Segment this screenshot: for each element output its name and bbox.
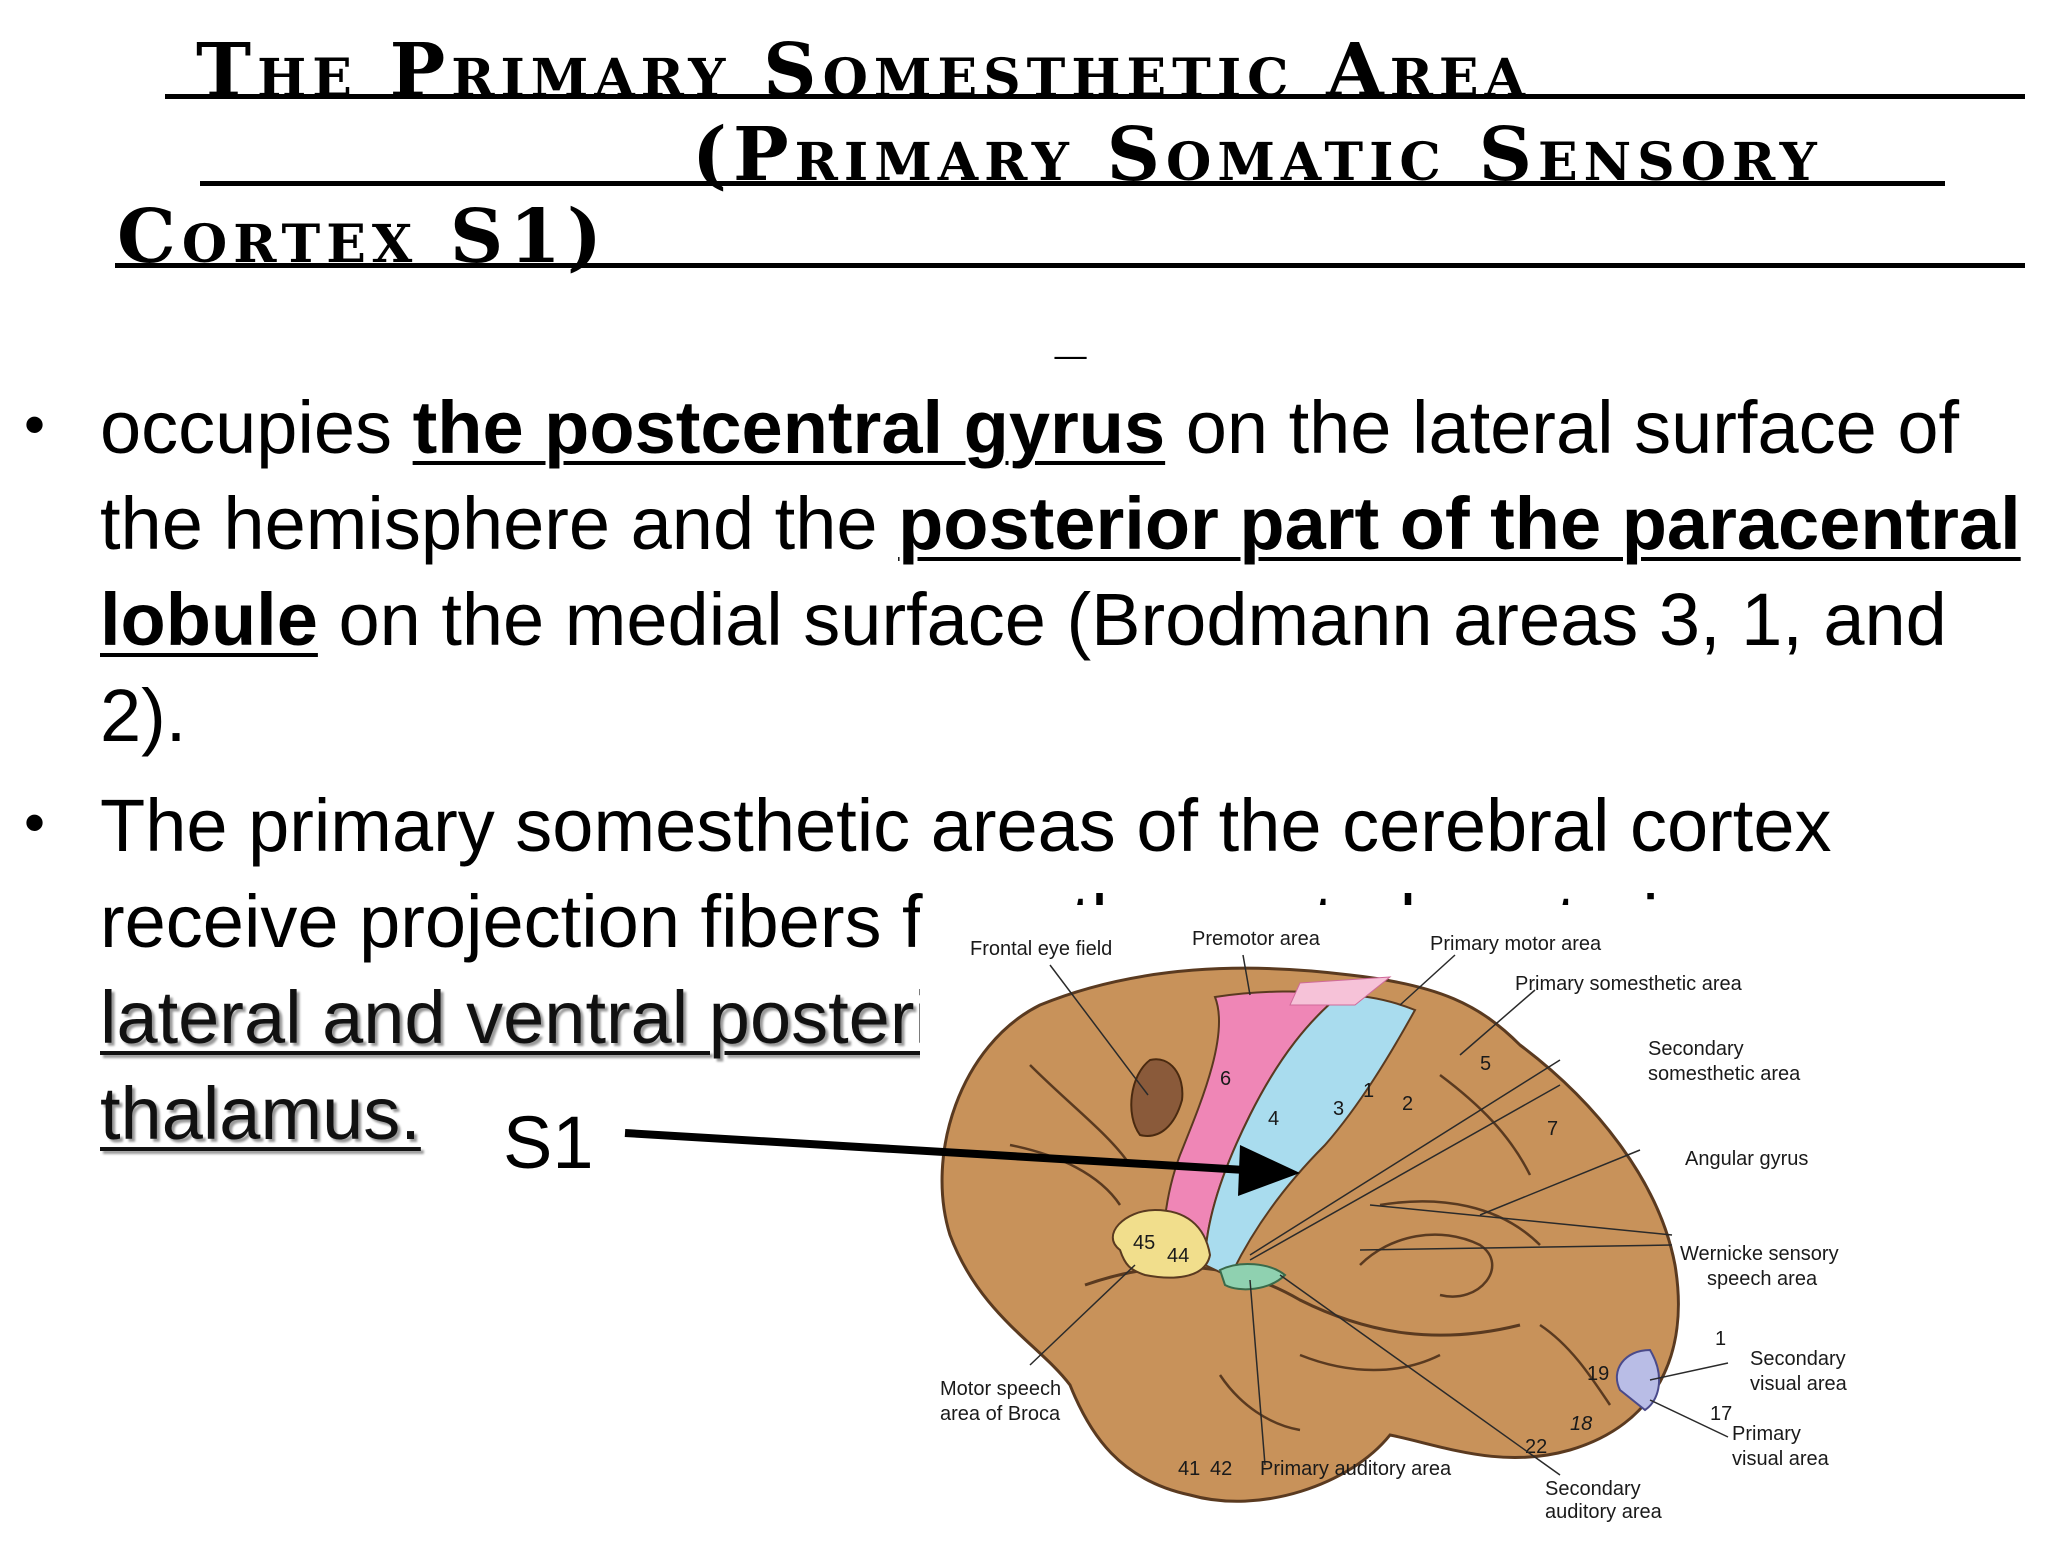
primary-somesthetic-area-region bbox=[1203, 993, 1417, 1279]
title-underline-3 bbox=[115, 263, 2025, 268]
brain-lateral-view-figure: 6 4 3 1 2 5 7 45 44 41 42 22 19 18 17 1 bbox=[920, 905, 2048, 1536]
area-number-42: 42 bbox=[1210, 1458, 1232, 1480]
area-number-1: 1 bbox=[1363, 1080, 1374, 1102]
frontal-eye-field-region bbox=[1130, 1058, 1184, 1137]
label-broca-1: Motor speech bbox=[940, 1378, 1061, 1400]
bullet-1-em-postcentral-gyrus: the postcentral gyrus bbox=[412, 386, 1166, 469]
area-number-6: 6 bbox=[1220, 1068, 1231, 1090]
label-angular-gyrus: Angular gyrus bbox=[1685, 1148, 1808, 1170]
label-primary-visual-2: visual area bbox=[1732, 1448, 1830, 1470]
primary-auditory-area-region bbox=[1218, 1263, 1287, 1291]
title-underline-2 bbox=[200, 181, 1945, 186]
bullet-1-em-paracentral-lobule: posterior part of the paracentral lobule bbox=[100, 482, 2021, 661]
label-secondary-auditory-2: auditory area bbox=[1545, 1501, 1663, 1523]
label-secondary-somesthetic-1: Secondary bbox=[1648, 1038, 1744, 1060]
bullet-1-mid: on the lateral surface of the hemisphere… bbox=[100, 386, 1960, 565]
area-number-2: 2 bbox=[1402, 1093, 1413, 1115]
area-number-45: 45 bbox=[1133, 1232, 1155, 1254]
title-line-3: Cortex S1) bbox=[117, 194, 608, 280]
area-number-1b: 1 bbox=[1715, 1328, 1726, 1350]
area-number-19: 19 bbox=[1587, 1363, 1609, 1385]
area-number-44: 44 bbox=[1167, 1245, 1189, 1267]
label-primary-visual-1: Primary bbox=[1732, 1423, 1801, 1445]
area-number-17: 17 bbox=[1710, 1403, 1732, 1425]
label-broca-2: area of Broca bbox=[940, 1403, 1061, 1425]
bullet-marker-2: • bbox=[24, 789, 46, 856]
area-number-4: 4 bbox=[1268, 1108, 1279, 1130]
brain-diagram: 6 4 3 1 2 5 7 45 44 41 42 22 19 18 17 1 bbox=[940, 928, 1848, 1523]
broca-area-region bbox=[1112, 1208, 1212, 1279]
bullet-1-pre: occupies bbox=[100, 386, 413, 469]
label-frontal-eye-field: Frontal eye field bbox=[970, 938, 1112, 960]
label-secondary-auditory-1: Secondary bbox=[1545, 1478, 1641, 1500]
label-primary-somesthetic-area: Primary somesthetic area bbox=[1515, 973, 1743, 995]
label-wernicke-2: speech area bbox=[1707, 1268, 1818, 1290]
bullet-1-post: on the medial surface (Brodmann areas 3,… bbox=[100, 578, 1947, 757]
label-secondary-visual-2: visual area bbox=[1750, 1373, 1848, 1395]
bullet-2-line-4: thalamus. bbox=[100, 1072, 421, 1155]
label-wernicke-1: Wernicke sensory bbox=[1680, 1243, 1839, 1265]
area-number-7: 7 bbox=[1547, 1118, 1558, 1140]
title-underline-1 bbox=[165, 94, 2025, 99]
title-line-2: (Primary Somatic Sensory bbox=[692, 112, 1823, 198]
area-number-22: 22 bbox=[1525, 1436, 1547, 1458]
label-secondary-somesthetic-2: somesthetic area bbox=[1648, 1063, 1801, 1085]
bullet-1-text: occupies the postcentral gyrus on the la… bbox=[100, 380, 2040, 764]
bullet-2-line-1: The primary somesthetic areas of the cer… bbox=[100, 784, 1832, 867]
area-number-3: 3 bbox=[1333, 1098, 1344, 1120]
label-secondary-visual-1: Secondary bbox=[1750, 1348, 1846, 1370]
area-number-41: 41 bbox=[1178, 1458, 1200, 1480]
label-premotor-area: Premotor area bbox=[1192, 928, 1321, 950]
s1-label: S1 bbox=[503, 1101, 594, 1184]
area-number-18: 18 bbox=[1570, 1413, 1592, 1435]
label-primary-auditory-area: Primary auditory area bbox=[1260, 1458, 1452, 1480]
label-primary-motor-area: Primary motor area bbox=[1430, 933, 1602, 955]
bullet-marker-1: • bbox=[24, 391, 46, 458]
area-number-5: 5 bbox=[1480, 1053, 1491, 1075]
title-dash: _ bbox=[1055, 301, 1087, 364]
